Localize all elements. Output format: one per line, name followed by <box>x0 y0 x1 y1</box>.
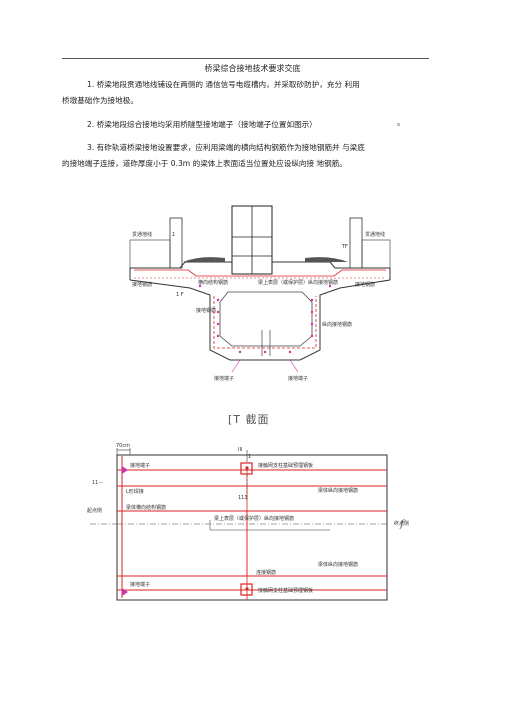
cs-label-2: 接地钢筋 <box>132 281 152 288</box>
section-label: [T 截面 <box>228 413 270 426</box>
rebar-red-web <box>213 296 317 349</box>
plan-label-4: 梁体横向结构钢筋 <box>126 504 166 511</box>
deck-bottom-outline <box>129 279 391 361</box>
plan-right-mark: f <box>399 519 406 530</box>
plan-right-label: 终点侧 <box>394 520 409 527</box>
document-title: 桥梁综合接地技术要求交底 <box>204 64 301 73</box>
plan-label-5: 梁上表层（或保护层）纵向接地钢筋 <box>214 515 294 522</box>
terminal-top <box>240 462 253 475</box>
paragraph-2-end: 。 <box>397 118 405 127</box>
cs-label-4: 横向结构钢筋 <box>198 279 228 286</box>
cs-label-9: 接地端子 <box>288 375 308 382</box>
rebar-red-top <box>134 269 386 277</box>
plan-mark-1: 1 <box>248 454 251 460</box>
plan-label-3: 梁体纵向接地钢筋 <box>318 487 358 494</box>
ballast-right <box>305 257 348 262</box>
plan-label-7: 连接钢筋 <box>256 569 276 576</box>
cs-mark-left: 1 <box>172 232 175 238</box>
plan-mark-111b: 111 <box>238 495 248 501</box>
plan-left-label: 起点侧 <box>87 507 102 514</box>
plan-label-6: 梁体纵向接地钢筋 <box>318 561 358 568</box>
plan-label-1: 接触网支柱基础预埋钢板 <box>258 462 313 469</box>
header-rule <box>62 58 429 59</box>
cs-label-6: 接地钢筋 <box>196 307 216 314</box>
plan-label-0: 接地端子 <box>130 462 150 469</box>
terminal-marker-top <box>122 466 128 474</box>
terminal-bottom <box>240 583 253 596</box>
cs-label-7: 纵向接地钢筋 <box>322 321 352 328</box>
terminal-marker-bottom <box>122 588 128 596</box>
paragraph-1-line-1: 1. 桥梁地段贯通地线铺设在两侧的 通信信号电缆槽内，并采取砂防护，充分 利用 <box>87 80 360 89</box>
paragraph-3-line-2: 的接地端子连接，道砟厚度小于 0.3m 的梁体上表面适当位置处应设纵向接 地钢筋… <box>62 159 347 168</box>
plan-label-9: 接触网支柱基础预埋钢板 <box>258 587 313 594</box>
cs-label-8: 接地端子 <box>214 375 234 382</box>
plan-mark-70: 70cm <box>116 443 130 449</box>
plan-mark-111: III <box>238 447 242 453</box>
cs-label-0: 贯通地线 <box>132 231 152 238</box>
cs-label-5: 梁上表层（或保护层）纵向接地钢筋 <box>258 279 338 286</box>
plan-mark-11: 11－ <box>92 480 103 486</box>
cs-mark-1f: 1 F <box>176 292 184 298</box>
cs-label-3: 接地钢筋 <box>355 281 375 288</box>
paragraph-3-line-1: 3. 有砟轨道桥梁接地设置要求，应利用梁端的横向结构钢筋作为接地钢筋并 与梁底 <box>87 143 365 152</box>
paragraph-1-line-2: 桥墩基础作为接地极。 <box>62 96 138 105</box>
rebar-dots <box>198 284 332 354</box>
ballast-left <box>183 257 225 262</box>
plan-outline <box>116 454 388 601</box>
plan-label-2: L形焊接 <box>126 488 144 495</box>
box-girder-void <box>219 291 313 347</box>
plan-label-8: 接地端子 <box>130 581 150 588</box>
paragraph-2: 2. 桥梁地段综合接地均采用桥隧型接地端子（接地端子位置如图示） <box>87 120 317 129</box>
cs-mark-right: TF <box>341 244 348 250</box>
cs-label-1: 贯通地线 <box>365 231 385 238</box>
